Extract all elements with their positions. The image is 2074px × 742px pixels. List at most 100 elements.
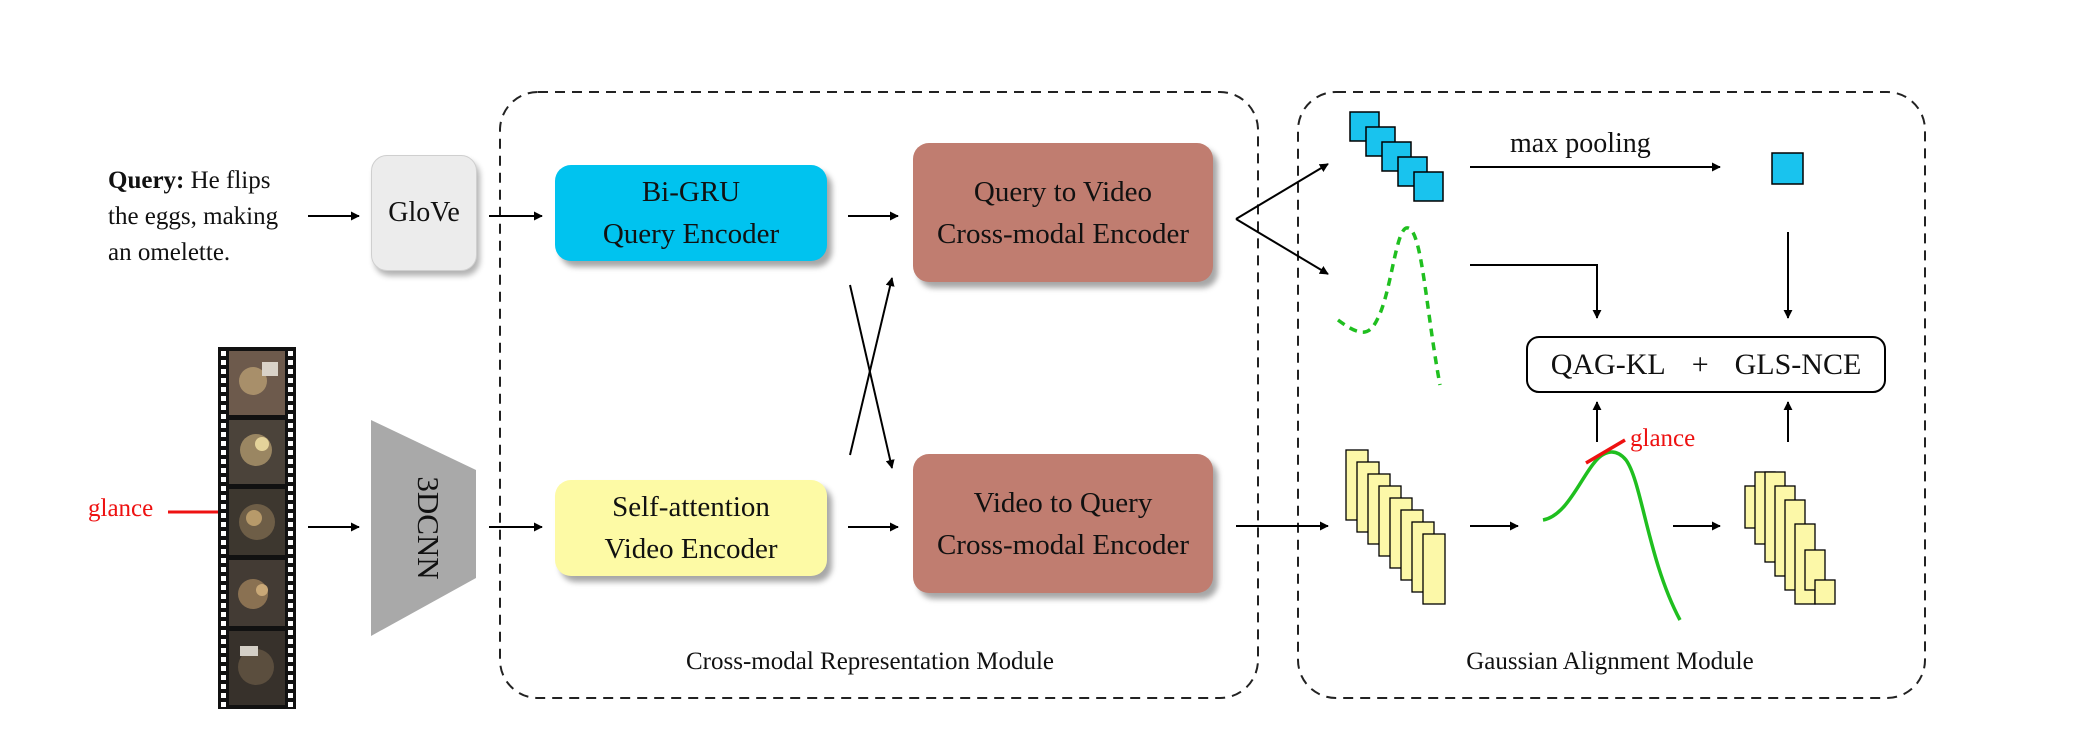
film-sprocket-hole	[288, 369, 293, 374]
bigru-line-2: Query Encoder	[602, 218, 780, 250]
film-sprocket-hole	[221, 675, 226, 680]
film-sprocket-hole	[221, 594, 226, 599]
v2q-line-2: Cross-modal Encoder	[936, 528, 1190, 561]
film-sprocket-hole	[221, 576, 226, 581]
film-sprocket-hole	[221, 423, 226, 428]
arrow-q2v-to-tokens	[1235, 163, 1329, 220]
loss-box	[1526, 336, 1886, 393]
v2q-encoder-box: Video to Query Cross-modal Encoder	[913, 454, 1213, 593]
film-sprocket-hole	[288, 378, 293, 383]
film-sprocket-hole	[288, 495, 293, 500]
film-sprocket-hole	[221, 369, 226, 374]
film-sprocket-hole	[288, 666, 293, 671]
film-sprocket-hole	[288, 657, 293, 662]
film-sprocket-hole	[221, 657, 226, 662]
film-sprocket-hole	[221, 585, 226, 590]
film-sprocket-hole	[288, 549, 293, 554]
arrow-cross-down	[849, 284, 895, 469]
query-line-2: the eggs, making	[108, 203, 279, 230]
film-sprocket-hole	[221, 477, 226, 482]
arrow-dist-to-loss	[1470, 264, 1602, 319]
q2v-line-1: Query to Video	[973, 175, 1153, 208]
selfatt-line-2: Video Encoder	[604, 533, 778, 565]
query-line-3: an omelette.	[108, 239, 231, 266]
video-frame-features	[1345, 449, 1446, 605]
bigru-line-1: Bi-GRU	[641, 176, 741, 208]
film-sprocket-hole	[288, 459, 293, 464]
film-sprocket-hole	[288, 441, 293, 446]
film-sprocket-hole	[221, 459, 226, 464]
film-sprocket-hole	[221, 378, 226, 383]
film-sprocket-hole	[221, 432, 226, 437]
query-text: Query: He flips the eggs, making an omel…	[108, 163, 278, 271]
film-sprocket-hole	[288, 540, 293, 545]
film-sprocket-hole	[288, 558, 293, 563]
loss-plus: +	[1691, 348, 1709, 381]
film-sprocket-hole	[288, 414, 293, 419]
pooled-query-feature	[1771, 152, 1804, 185]
film-sprocket-hole	[288, 693, 293, 698]
film-sprocket-hole	[221, 540, 226, 545]
film-sprocket-hole	[288, 585, 293, 590]
q2v-encoder-box: Query to Video Cross-modal Encoder	[913, 143, 1213, 282]
max-pooling-label: max pooling	[1510, 128, 1651, 159]
film-sprocket-hole	[221, 495, 226, 500]
film-sprocket-hole	[288, 396, 293, 401]
film-sprocket-hole	[288, 531, 293, 536]
film-sprocket-hole	[288, 675, 293, 680]
film-sprocket-hole	[288, 522, 293, 527]
glance-right-line	[1585, 438, 1626, 465]
film-sprocket-hole	[288, 423, 293, 428]
film-sprocket-hole	[288, 567, 293, 572]
film-sprocket-hole	[288, 684, 293, 689]
film-sprocket-hole	[288, 387, 293, 392]
film-sprocket-hole	[221, 486, 226, 491]
selfatt-line-1: Self-attention	[612, 491, 770, 523]
film-sprocket-hole	[221, 684, 226, 689]
film-sprocket-hole	[288, 468, 293, 473]
selfatt-encoder-box: Self-attention Video Encoder	[555, 480, 827, 576]
film-sprocket-hole	[288, 630, 293, 635]
film-sprocket-hole	[221, 414, 226, 419]
loss-gls-nce: GLS-NCE	[1734, 348, 1862, 381]
film-sprocket-hole	[221, 702, 226, 707]
film-sprocket-hole	[288, 477, 293, 482]
film-sprocket-hole	[221, 693, 226, 698]
film-sprocket-hole	[221, 639, 226, 644]
film-sprocket-hole	[221, 504, 226, 509]
film-sprocket-hole	[221, 513, 226, 518]
glance-left-label: glance	[88, 495, 154, 522]
selected-frame-features	[1744, 471, 1836, 605]
query-gaussian-dotted	[1336, 226, 1442, 386]
film-sprocket-hole	[221, 396, 226, 401]
gaussian-module-frame	[1297, 91, 1926, 699]
cnn3d-trapezoid	[371, 420, 476, 636]
film-sprocket-hole	[221, 558, 226, 563]
cross-modal-module-caption: Cross-modal Representation Module	[686, 648, 1054, 675]
film-sprocket-hole	[221, 468, 226, 473]
loss-qag-kl: QAG-KL	[1550, 348, 1666, 381]
film-sprocket-hole	[288, 621, 293, 626]
video-filmstrip	[218, 347, 296, 709]
film-sprocket-hole	[221, 405, 226, 410]
glove-box: GloVe	[371, 155, 477, 271]
gaussian-module-caption: Gaussian Alignment Module	[1466, 648, 1754, 675]
film-sprocket-hole	[288, 486, 293, 491]
film-sprocket-hole	[221, 630, 226, 635]
film-sprocket-hole	[221, 621, 226, 626]
film-sprocket-hole	[288, 405, 293, 410]
film-sprocket-hole	[288, 576, 293, 581]
film-sprocket-hole	[288, 603, 293, 608]
film-sprocket-hole	[288, 702, 293, 707]
film-sprocket-hole	[221, 549, 226, 554]
film-sprocket-hole	[221, 531, 226, 536]
q2v-line-2: Cross-modal Encoder	[936, 217, 1190, 250]
film-sprocket-hole	[221, 666, 226, 671]
film-sprocket-hole	[288, 504, 293, 509]
film-sprocket-hole	[221, 387, 226, 392]
glove-label: GloVe	[388, 197, 460, 228]
film-sprocket-hole	[288, 360, 293, 365]
bigru-encoder-box: Bi-GRU Query Encoder	[555, 165, 827, 261]
film-sprocket-hole	[221, 360, 226, 365]
